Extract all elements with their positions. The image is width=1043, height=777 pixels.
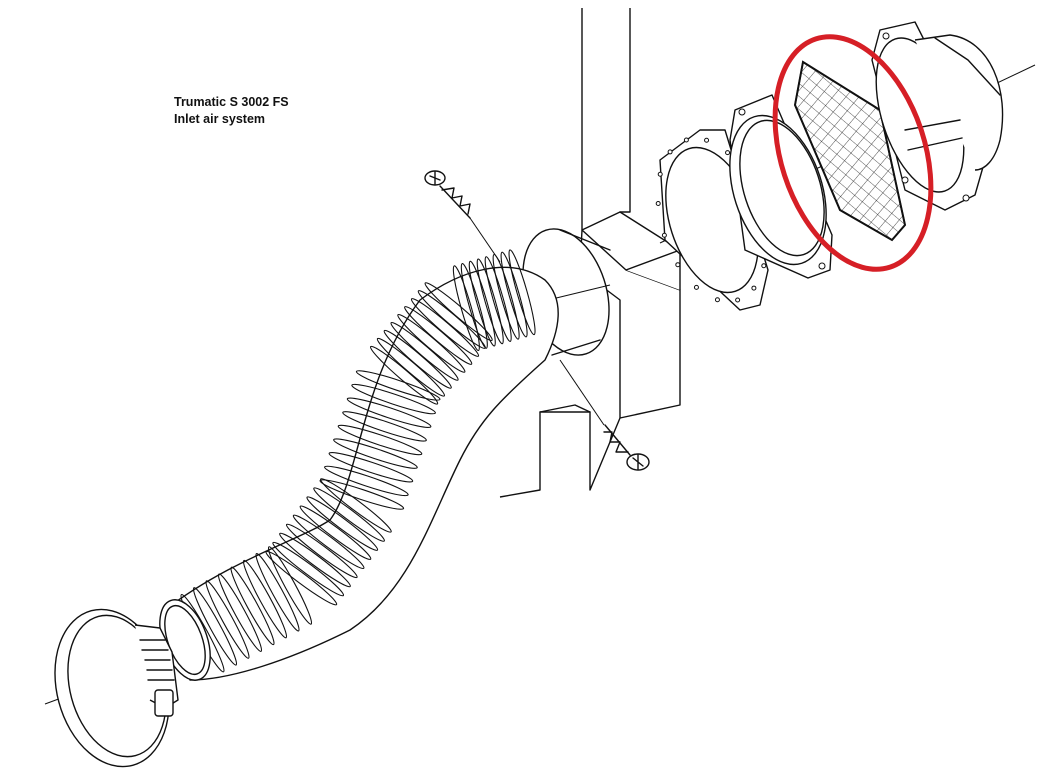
gasket-hole — [704, 137, 710, 143]
hose-rib — [342, 411, 427, 442]
gasket-hole — [693, 284, 699, 290]
screw-bottom — [559, 359, 650, 471]
hose-rib — [500, 251, 528, 338]
hose-rib — [299, 505, 372, 560]
hose-rib — [242, 559, 288, 639]
gasket-hole — [667, 149, 673, 155]
caption-subtitle: Inlet air system — [174, 112, 266, 126]
hose-rib — [319, 479, 405, 510]
hose-rib — [328, 452, 414, 483]
flexible-hose — [159, 249, 559, 681]
hose-rib — [337, 424, 423, 456]
hose-rib — [306, 496, 379, 551]
gasket-hole — [751, 285, 757, 291]
hose-clamp — [54, 608, 179, 768]
hose-rib — [355, 370, 441, 401]
hose-rib — [324, 465, 409, 497]
heater-inlet-housing — [871, 21, 1004, 211]
hose-rib — [346, 397, 432, 428]
hose-rib — [255, 553, 300, 632]
hose-rib — [351, 383, 436, 415]
diagram-caption: Trumatic S 3002 FS Inlet air system — [174, 94, 289, 128]
gasket-hole — [661, 232, 667, 238]
hose-rib — [192, 587, 238, 666]
gasket-hole — [761, 263, 767, 269]
hose-rib — [452, 265, 480, 352]
hose-rib — [333, 438, 418, 469]
hose-rib — [460, 263, 488, 349]
gasket-hole — [657, 171, 663, 177]
hose-rib — [285, 523, 358, 579]
highlight-ellipse — [772, 34, 934, 272]
hose-rib — [217, 573, 263, 652]
hose-rib — [484, 256, 512, 342]
gasket-hole — [735, 297, 741, 303]
hose-rib — [267, 546, 313, 625]
gasket-hole — [725, 150, 731, 156]
hose-rib — [492, 253, 520, 340]
hose-rib — [292, 514, 365, 570]
caption-title: Trumatic S 3002 FS — [174, 95, 289, 109]
hose-rib — [508, 249, 536, 336]
flange-ring — [729, 94, 833, 279]
gasket-hole — [683, 137, 689, 143]
hose-rib — [320, 478, 392, 533]
hose-rib — [279, 532, 351, 588]
screw-top — [424, 170, 501, 263]
hose-rib — [230, 566, 275, 646]
hose-rib — [265, 550, 338, 606]
gasket-hole — [655, 200, 661, 206]
hose-rib — [424, 282, 493, 342]
vertical-duct — [499, 8, 681, 498]
hose-rib — [313, 487, 385, 542]
hose-rib — [205, 580, 250, 659]
hose-rib — [468, 260, 496, 347]
hose-rib — [476, 258, 504, 345]
gasket-hole — [714, 297, 720, 303]
hose-rib — [272, 541, 345, 597]
gasket-hole — [675, 262, 681, 268]
